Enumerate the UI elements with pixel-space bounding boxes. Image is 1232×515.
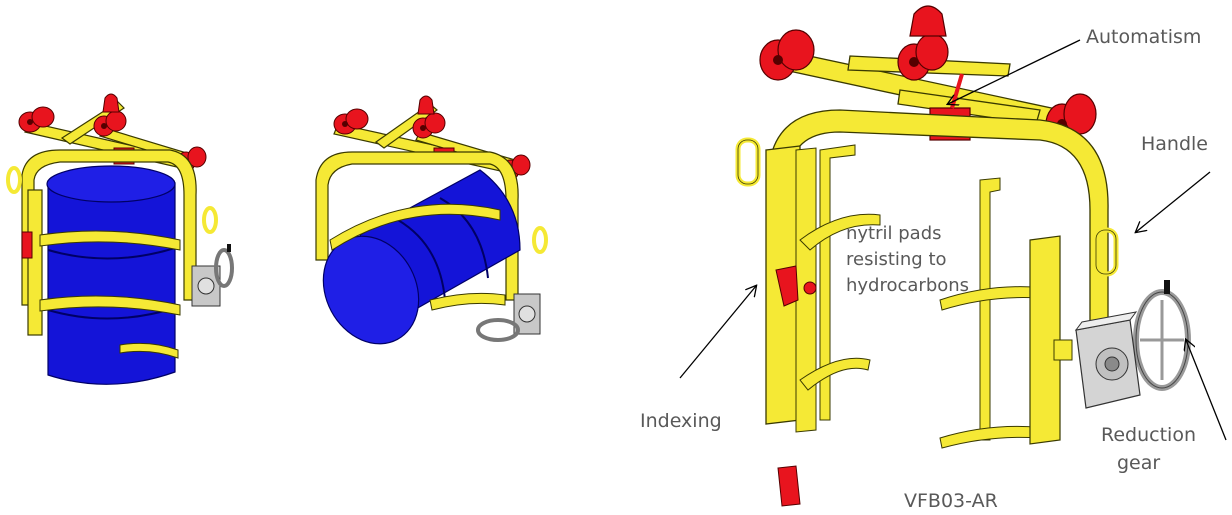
roller-icon bbox=[18, 106, 55, 133]
roller-icon bbox=[759, 29, 815, 81]
tilted-drum-lifter bbox=[315, 95, 548, 345]
gear-icon bbox=[191, 244, 234, 307]
roller-icon bbox=[412, 112, 446, 139]
label-handle: Handle bbox=[1141, 133, 1209, 155]
label-reduction-line1: Reduction bbox=[1101, 424, 1196, 446]
reduction-gear-icon bbox=[1053, 280, 1191, 409]
label-pads-line2: resisting to bbox=[846, 249, 947, 270]
label-reduction-line2: gear bbox=[1117, 452, 1161, 474]
label-pads-line1: nytril pads bbox=[846, 223, 942, 244]
arrow-automatism bbox=[948, 39, 1081, 104]
arrow-reduction-gear bbox=[1186, 340, 1227, 441]
gear-icon bbox=[476, 293, 541, 342]
enlarged-lifter bbox=[735, 5, 1191, 507]
indexing-latch bbox=[777, 465, 801, 507]
roller-icon bbox=[897, 33, 949, 81]
blue-drum bbox=[322, 169, 521, 345]
upright-drum-lifter bbox=[6, 93, 234, 385]
label-automatism: Automatism bbox=[1086, 26, 1202, 48]
arrow-indexing bbox=[679, 286, 756, 379]
label-model: VFB03-AR bbox=[904, 490, 998, 512]
label-pads-line3: hydrocarbons bbox=[846, 275, 970, 296]
label-indexing: Indexing bbox=[640, 410, 722, 432]
roller-icon bbox=[93, 110, 127, 137]
arrow-handle bbox=[1136, 171, 1211, 232]
roller-icon bbox=[333, 108, 369, 135]
annotation-arrows bbox=[679, 39, 1227, 441]
